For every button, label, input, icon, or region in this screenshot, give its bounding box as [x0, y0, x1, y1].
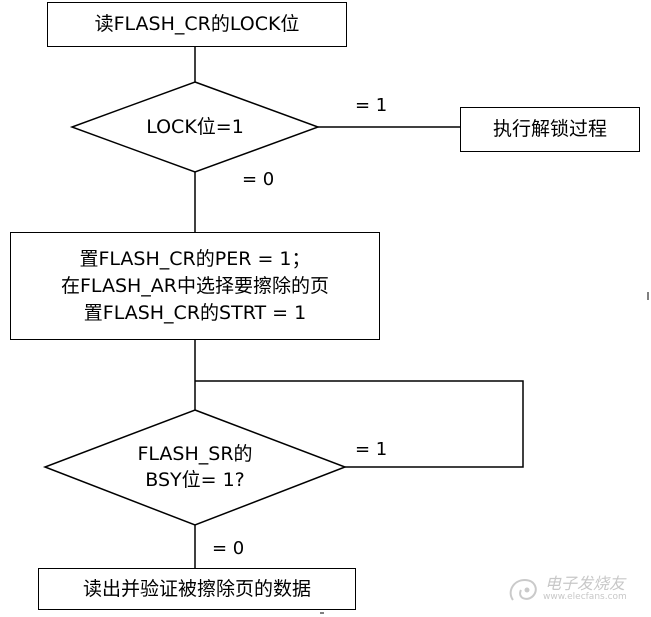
read-lock-box: 读FLASH_CR的LOCK位: [47, 2, 347, 47]
read-verify-box: 读出并验证被擦除页的数据: [38, 568, 356, 610]
bsy-no-label: = 0: [212, 538, 245, 559]
read-lock-label: 读FLASH_CR的LOCK位: [94, 13, 300, 35]
unlock-process-label: 执行解锁过程: [492, 118, 607, 140]
watermark-swirl-icon: [509, 578, 537, 601]
read-verify-label: 读出并验证被擦除页的数据: [82, 577, 311, 600]
setup-box: 置FLASH_CR的PER = 1； 在FLASH_AR中选择要擦除的页 置FL…: [10, 232, 380, 340]
setup-line-1: 置FLASH_CR的PER = 1；: [79, 247, 311, 270]
setup-line-3: 置FLASH_CR的STRT = 1: [83, 301, 307, 324]
watermark-title: 电子发烧友: [545, 574, 626, 593]
lock-decision-label: LOCK位=1: [146, 116, 244, 138]
bsy-yes-label: = 1: [355, 439, 388, 460]
unlock-process-box: 执行解锁过程: [460, 107, 640, 152]
watermark-logo: 电子发烧友 www.elecfans.com: [505, 568, 645, 612]
watermark-url: www.elecfans.com: [543, 592, 627, 602]
edge-bsy-yes-loop: [195, 380, 524, 468]
setup-line-2: 在FLASH_AR中选择要擦除的页: [61, 274, 329, 297]
lock-yes-label: = 1: [355, 95, 388, 116]
lock-no-label: = 0: [242, 169, 275, 190]
bsy-decision-label: FLASH_SR的 BSY位= 1?: [95, 441, 295, 493]
bsy-decision-line-2: BSY位= 1?: [145, 469, 245, 491]
bsy-decision-line-1: FLASH_SR的: [137, 443, 253, 465]
